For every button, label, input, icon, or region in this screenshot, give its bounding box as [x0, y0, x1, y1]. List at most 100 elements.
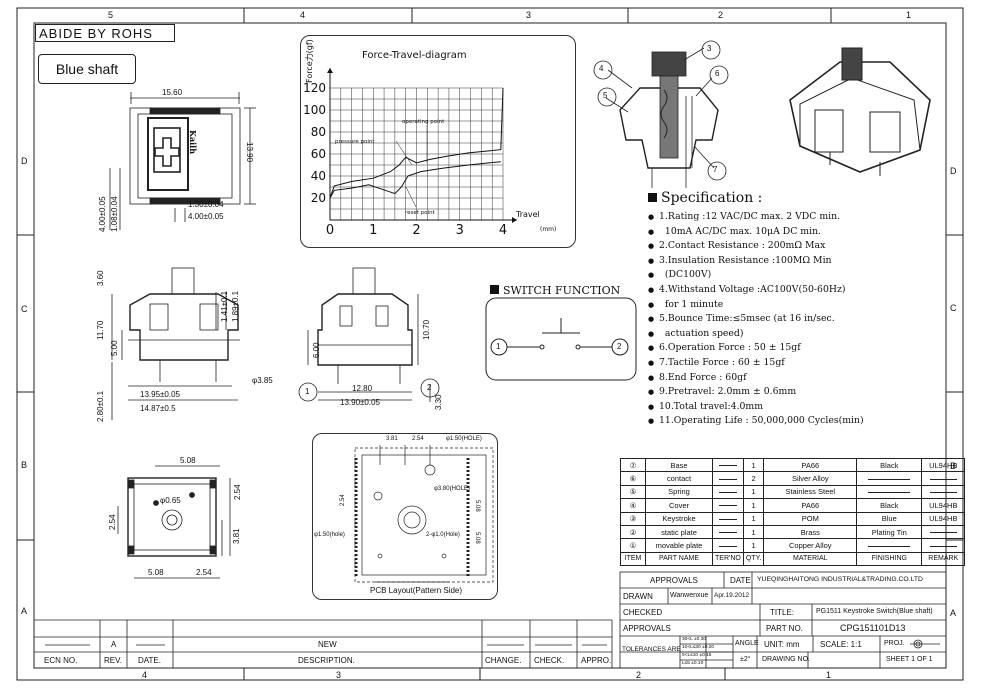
graph-title: Force-Travel-diagram	[362, 50, 467, 61]
tb-angle-value: ±2°	[740, 656, 751, 663]
tb-partno-label: PART NO.	[766, 624, 803, 633]
callout-side-2: 2	[427, 383, 432, 392]
y-tick-label: 40	[311, 169, 326, 183]
annotation-leader-pressure	[395, 140, 413, 166]
tb-angle: ANGLE	[735, 640, 759, 647]
side-view	[298, 267, 440, 402]
bom-header-qty: QTY.	[742, 551, 765, 567]
zone-top-2: 2	[718, 10, 724, 20]
series-line-1	[329, 87, 504, 199]
spec-item: 11.Operating Life : 50,000,000 Cycles(mi…	[648, 414, 933, 429]
spec-item: actuation speed)	[648, 327, 933, 342]
dim-pcb-e: φ1.50(hole)	[314, 532, 345, 538]
isometric-view	[789, 47, 931, 176]
dim-top-b2: 4.00±0.05	[188, 212, 224, 221]
x-axis-arrow	[512, 217, 517, 223]
dim-bot-a: 5.08	[180, 456, 196, 465]
y-tick-label: 120	[303, 81, 326, 95]
rohs-label: ABIDE BY ROHS	[35, 24, 175, 42]
top-view	[109, 92, 256, 230]
spec-item: 9.Pretravel: 2.0mm ± 0.6mm	[648, 385, 933, 400]
tb-drawn-by: Wanwenxue	[670, 592, 709, 599]
switch-terminal-1: 1	[496, 342, 501, 351]
rev-col-ecn: ECN NO.	[44, 656, 78, 665]
dim-top-width: 15.60	[162, 88, 183, 97]
tb-drawn: DRAWN	[623, 592, 653, 601]
bom-header-name: PART NAME	[645, 551, 713, 567]
dim-bot-f: 5.08	[148, 568, 164, 577]
section-view	[593, 40, 729, 188]
spec-item: for 1 minute	[648, 298, 933, 313]
zone-right-c: C	[950, 303, 957, 313]
square-bullet-icon	[648, 193, 657, 202]
dim-bot-g: 2.54	[196, 568, 212, 577]
tb-approvals-2: APPROVALS	[623, 624, 671, 633]
pcb-layout-box	[312, 433, 498, 600]
tb-scale: SCALE: 1:1	[820, 640, 862, 649]
x-axis-unit: (mm)	[540, 226, 556, 233]
dim-side-d: 13.90±0.05	[340, 398, 380, 407]
zone-left-a: A	[21, 606, 28, 616]
spec-item: (DC100V)	[648, 268, 933, 283]
zone-bottom-1: 1	[826, 670, 832, 680]
x-tick-label: 2	[412, 223, 420, 238]
tb-tolerance-label: TOLERANCES ARE	[622, 646, 681, 653]
zone-top-3: 3	[526, 10, 532, 20]
zone-top-4: 4	[300, 10, 306, 20]
zone-left-b: B	[21, 460, 28, 470]
spec-item: 2.Contact Resistance : 200mΩ Max	[648, 239, 933, 254]
annotation-reset-point: reset point	[405, 210, 436, 216]
rev-col-description: DESCRIPTION.	[298, 656, 355, 665]
tb-checked: CHECKED	[623, 608, 663, 617]
x-tick-label: 1	[369, 223, 377, 238]
zone-top-5: 5	[108, 10, 114, 20]
dim-top-b1: 1.30±0.04	[188, 200, 224, 209]
pcb-caption: PCB Layout(Pattern Side)	[370, 586, 463, 595]
tb-sheet: SHEET 1 OF 1	[886, 656, 933, 663]
spec-item: 7.Tactile Force : 60 ± 15gf	[648, 356, 933, 371]
y-tick-label: 60	[311, 147, 326, 161]
rev-col-appro: APPRO.	[581, 656, 612, 665]
tb-drawing-no: DRAWING NO.	[762, 656, 810, 663]
tb-drawn-date: Apr.19.2012	[714, 592, 750, 599]
series-line-2	[329, 161, 501, 199]
switch-function-label: SWITCH FUNCTION	[503, 284, 621, 297]
spec-title: Specification :	[648, 190, 933, 206]
zone-right-d: D	[950, 166, 957, 176]
annotation-leader-reset	[405, 186, 417, 208]
tb-title-label: TITLE:	[770, 608, 795, 617]
spec-item: 10mA AC/DC max. 10μA DC min.	[648, 225, 933, 240]
spec-item: 4.Withstand Voltage :AC100V(50-60Hz)	[648, 283, 933, 298]
callout-side-1: 1	[305, 387, 310, 396]
y-axis-arrow	[327, 68, 333, 73]
spec-item: 3.Insulation Resistance :100MΩ Min	[648, 254, 933, 269]
zone-left-d: D	[21, 156, 28, 166]
bom-header-remark: REMARK	[921, 551, 966, 567]
dim-pcb-a: 3.81	[386, 436, 398, 442]
callout-3: 3	[707, 44, 712, 53]
callout-6: 6	[715, 69, 720, 78]
spec-item: 8.End Force : 60gf	[648, 371, 933, 386]
x-axis-label: Travel	[515, 210, 540, 219]
dim-bot-c: φ0.65	[160, 496, 181, 505]
annotation-operating-point: operating point	[402, 119, 445, 125]
tb-tol-4: L≤5 ±0.10	[682, 661, 704, 666]
spec-item: 6.Operation Force : 50 ± 15gf	[648, 341, 933, 356]
bom-header-no: ITEM	[620, 551, 646, 567]
bottom-view	[117, 465, 231, 579]
y-tick-label: 80	[311, 125, 326, 139]
dim-pcb-b: 2.54	[412, 436, 424, 442]
x-tick-label: 0	[326, 223, 334, 238]
square-bullet-icon	[490, 285, 499, 294]
specification-block: Specification : 1.Rating :12 VAC/DC max.…	[648, 190, 933, 448]
spec-item: 5.Bounce Time:≤5msec (at 16 in/sec.	[648, 312, 933, 327]
zone-top-1: 1	[906, 10, 912, 20]
rev-col-change: CHANGE.	[485, 656, 522, 665]
